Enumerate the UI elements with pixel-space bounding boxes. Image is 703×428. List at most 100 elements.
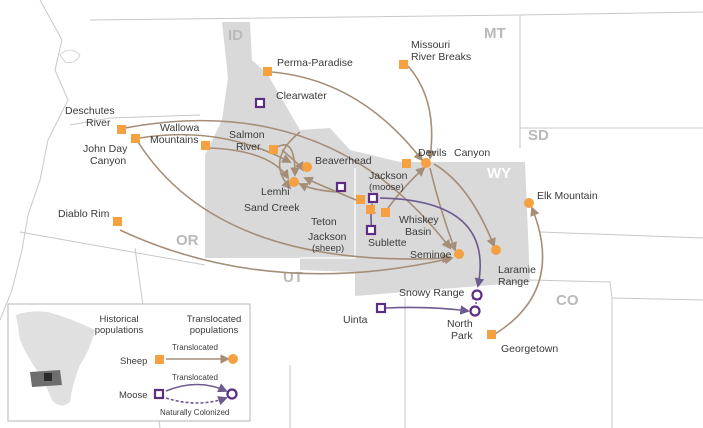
label-sublette: Sublette [368, 237, 407, 249]
marker-clearwater [254, 97, 266, 109]
marker-georgetown [487, 330, 496, 339]
legend-moose-square [153, 388, 165, 400]
sheep-translocated-markers [289, 158, 534, 259]
arrow-uinta-to-northpark [385, 305, 470, 315]
legend: Historical populations Translocated popu… [7, 303, 251, 422]
label-devils-2: Canyon [454, 147, 490, 159]
idaho-wyoming-divider [300, 168, 356, 259]
marker-seminoe [454, 249, 464, 259]
sd-ne-border [539, 231, 703, 239]
label-laramie-2: Range [498, 276, 529, 288]
translocation-arrows [119, 65, 544, 335]
intl-border [89, 11, 703, 21]
legend-translocated-moose: Translocated [172, 373, 218, 382]
label-jackson-moose-1: Jackson [369, 170, 408, 182]
marker-north-park [469, 305, 481, 317]
or-ca-nv-border [19, 231, 206, 266]
marker-beaverhead [302, 162, 312, 172]
marker-uinta [375, 302, 387, 314]
marker-wallowa-mountains [201, 141, 210, 150]
marker-laramie-range [491, 245, 501, 255]
label-whiskey-1: Whiskey [399, 214, 439, 226]
legend-moose-circle [226, 388, 238, 400]
arrow-whiskey-to-devils [387, 166, 426, 209]
marker-deschutes-river [117, 125, 126, 134]
state-label-wy: WY [487, 165, 511, 182]
arrow-perma-to-devils [271, 71, 424, 162]
marker-devils-canyon-historical [402, 159, 411, 168]
coast-islands [59, 49, 81, 64]
arrow-johnday-to-beaverhead [139, 133, 292, 163]
legend-translocated-arrow: Translocated [172, 343, 218, 352]
marker-missouri-river-breaks [399, 60, 408, 69]
label-uinta: Uinta [343, 314, 368, 326]
marker-diablo-rim [113, 217, 122, 226]
arrow-deschutes-to-seminoe [124, 119, 452, 250]
label-whiskey-2: Basin [405, 226, 431, 238]
label-jackson-sheep-1: Jackson [308, 231, 347, 243]
label-north-park-1: North [447, 318, 473, 330]
marker-sublette [365, 224, 377, 236]
label-missouri-1: Missouri [411, 39, 450, 51]
label-wallowa-1: Wallowa [160, 122, 199, 134]
moose-translocated-markers [469, 289, 483, 317]
arrow-georgetown-to-elk [494, 206, 544, 335]
label-sand-creek: Sand Creek [244, 202, 300, 214]
legend-historical-1: Historical [99, 314, 138, 325]
legend-moose: Moose [119, 390, 148, 401]
arrow-devils-to-laramie [433, 163, 496, 248]
label-elk-mountain: Elk Mountain [537, 190, 598, 202]
marker-teton [356, 195, 365, 204]
label-diablo-rim: Diablo Rim [58, 208, 110, 220]
legend-sheep-circle [228, 354, 238, 364]
arrow-teton-to-lemhi [303, 176, 357, 201]
label-perma-paradise: Perma-Paradise [277, 57, 353, 69]
label-devils-1: Devils [418, 147, 447, 159]
idaho-montana-region [205, 22, 400, 272]
marker-snowy-range [471, 289, 483, 301]
label-salmon-2: River [236, 141, 261, 153]
legend-translocated-1: Translocated [187, 314, 242, 325]
arrow-missouri-to-devils [407, 65, 436, 160]
arrow-beaverhead-to-lemhi [278, 131, 301, 190]
label-john-day-2: Canyon [90, 155, 126, 167]
marker-jackson-moose [367, 192, 379, 204]
state-label-sd: SD [528, 127, 549, 144]
label-beaverhead: Beaverhead [315, 155, 372, 167]
marker-elk-mountain [524, 198, 534, 208]
legend-naturally-colonized: Naturally Colonized [160, 408, 229, 417]
or-wa-border [69, 114, 201, 126]
label-salmon-1: Salmon [229, 129, 265, 141]
state-label-id: ID [228, 27, 243, 44]
state-label-mt: MT [484, 25, 506, 42]
marker-salmon-river [269, 145, 278, 154]
ne-co-border [529, 279, 703, 301]
arrow-wallowa-to-lemhi [207, 147, 290, 180]
marker-jackson-sheep [366, 205, 375, 214]
label-missouri-2: River Breaks [411, 51, 471, 63]
label-jackson-sheep-2: (sheep) [312, 243, 344, 254]
arrow-diablo-to-seminoe [119, 229, 454, 275]
arrow-jackson-moose-to-snowy [379, 197, 485, 288]
label-wallowa-2: Mountains [150, 134, 198, 146]
arrow-salmon-to-lemhi [275, 144, 300, 177]
marker-sand-creek [335, 181, 347, 193]
marker-perma-paradise [263, 67, 272, 76]
label-clearwater: Clearwater [276, 90, 327, 102]
inset-na-shape [16, 311, 95, 406]
label-seminoe: Seminoe [410, 249, 452, 261]
marker-john-day-canyon [131, 134, 140, 143]
inset-wyoming [44, 373, 52, 381]
inset-map [16, 311, 95, 406]
place-labels: Perma-Paradise Missouri River Breaks Des… [58, 39, 598, 355]
moose-historical-markers [254, 97, 387, 314]
arrow-sandcreek-to-lemhi [298, 183, 337, 193]
label-georgetown: Georgetown [501, 343, 558, 355]
label-lemhi: Lemhi [261, 186, 290, 198]
label-teton: Teton [311, 216, 337, 228]
legend-moose-arrow [165, 383, 228, 393]
legend-historical-2: populations [95, 325, 144, 336]
label-north-park-2: Park [451, 330, 473, 342]
legend-moose-dashed [165, 396, 228, 406]
